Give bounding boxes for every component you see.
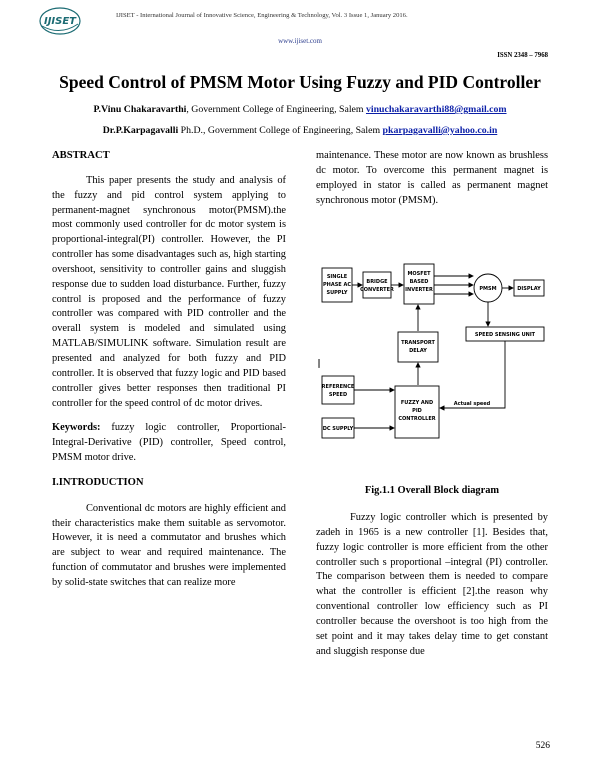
reference-label-1: REFERENCE (322, 384, 355, 390)
mosfet-inverter-block (403, 263, 435, 305)
abstract-section: ABSTRACT This paper presents the study a… (52, 149, 286, 591)
reference-label-2: SPEED (329, 392, 347, 398)
author-1-affiliation: , Government College of Engineering, Sal… (186, 104, 366, 115)
bridge-label-2: CONVERTER (360, 287, 394, 293)
journal-logo: IJISET (39, 7, 81, 35)
abstract-text: This paper presents the study and analys… (52, 174, 286, 409)
speed-sensing-label: SPEED SENSING UNIT (475, 332, 536, 338)
pmsm-label: PMSM (479, 286, 496, 292)
right-top-text: maintenance. These motor are now known a… (316, 150, 548, 206)
transport-delay-block (397, 331, 439, 363)
journal-header: IJISET - International Journal of Innova… (116, 12, 408, 19)
supply-label-2: PHASE AC (323, 282, 351, 288)
controller-block (394, 385, 440, 439)
transport-label-1: TRANSPORT (401, 340, 435, 346)
reference-speed-block (321, 375, 355, 405)
author-2-name: Dr.P.Karpagavalli (102, 125, 179, 136)
author-1-email[interactable]: vinuchakaravarthi88@gmail.com (365, 104, 507, 115)
dc-supply-label: DC SUPPLY (323, 426, 354, 432)
author-1-name: P.Vinu Chakaravarthi (93, 104, 187, 115)
bridge-converter-block (362, 271, 392, 299)
supply-label-3: SUPPLY (326, 290, 347, 296)
actual-speed-label: Actual speed (454, 401, 491, 407)
transport-label-2: DELAY (409, 348, 427, 354)
journal-url[interactable]: www.ijiset.com (278, 37, 322, 45)
introduction-heading: I.INTRODUCTION (52, 476, 144, 488)
introduction-text: Conventional dc motors are highly effici… (52, 502, 286, 588)
supply-label-1: SINGLE (327, 274, 348, 280)
abstract-heading: ABSTRACT (52, 150, 110, 161)
svg-text:IJISET: IJISET (44, 16, 77, 27)
controller-label-1: FUZZY AND (401, 400, 433, 406)
mosfet-label-3: INVERTER (405, 287, 433, 293)
author-2-email[interactable]: pkarpagavalli@yahoo.co.in (382, 125, 498, 136)
controller-label-3: CONTROLLER (398, 416, 435, 422)
controller-label-2: PID (412, 408, 422, 414)
right-bottom-text: Fuzzy logic controller which is presente… (316, 512, 548, 657)
author-2-affiliation: Ph.D., Government College of Engineering… (178, 125, 383, 136)
mosfet-label-1: MOSFET (407, 271, 431, 277)
display-block (513, 279, 545, 297)
page-number: 526 (535, 741, 550, 751)
keywords-label: Keywords: (52, 422, 101, 434)
keywords: Keywords: fuzzy logic controller, Propor… (52, 421, 286, 466)
figure-caption: Fig.1.1 Overall Block diagram (364, 485, 500, 496)
display-label: DISPLAY (517, 286, 541, 292)
author-2: Dr.P.Karpagavalli Ph.D., Government Coll… (0, 125, 600, 136)
bridge-label-1: BRIDGE (366, 279, 388, 285)
issn: ISSN 2348 – 7968 (497, 52, 548, 59)
figure-margin-marker: | (317, 359, 320, 369)
mosfet-label-2: BASED (410, 279, 429, 285)
block-diagram: SINGLE PHASE AC SUPPLY BRIDGE CONVERTER … (317, 263, 545, 439)
keywords-text: fuzzy logic controller, Proportional-Int… (52, 422, 286, 464)
author-1: P.Vinu Chakaravarthi, Government College… (0, 104, 600, 115)
paper-title: Speed Control of PMSM Motor Using Fuzzy … (59, 72, 541, 92)
